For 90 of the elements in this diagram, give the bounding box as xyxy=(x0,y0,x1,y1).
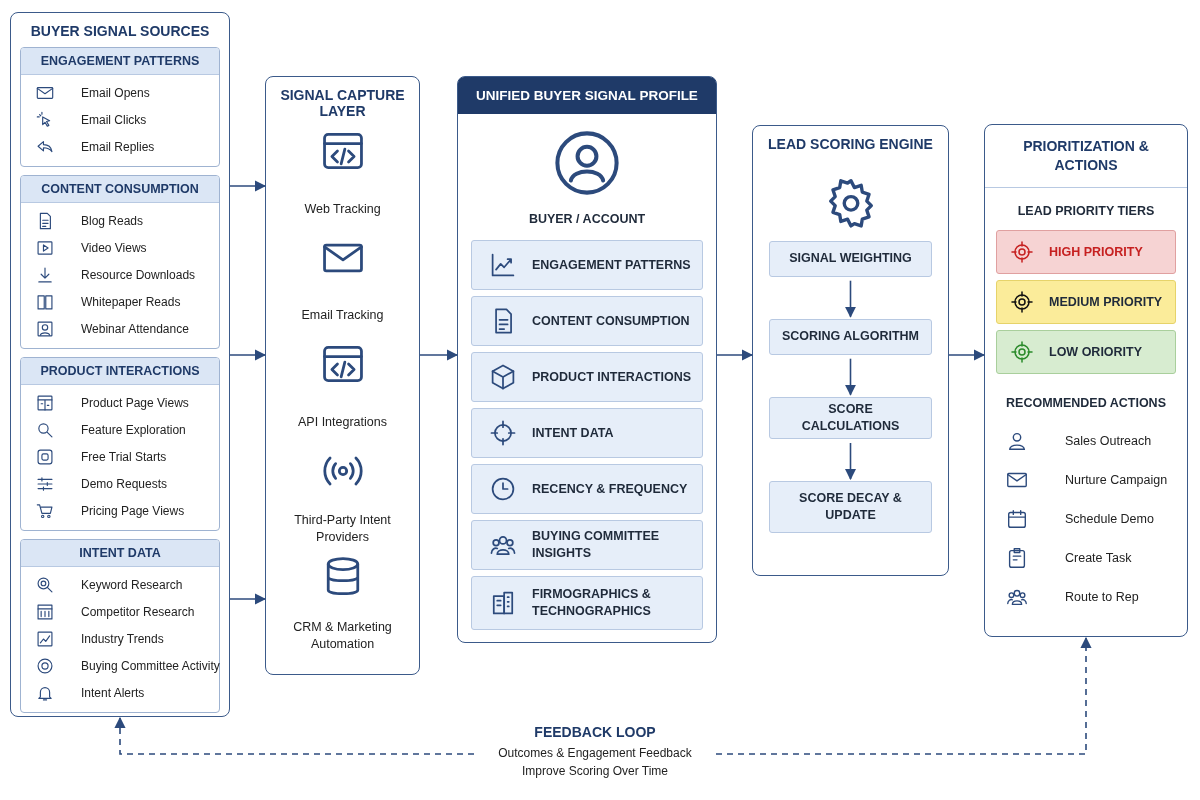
signal-label: Keyword Research xyxy=(80,576,183,594)
arrow xyxy=(844,279,857,318)
feedback-note: Outcomes & Engagement Feedback Improve Scoring Over Time xyxy=(497,745,693,780)
priority-tier xyxy=(996,279,1176,324)
arrow xyxy=(948,349,986,361)
group-panel xyxy=(20,357,220,531)
category-label: PRODUCT INTERACTIONS xyxy=(532,368,693,386)
section-header: ENGAGEMENT PATTERNS xyxy=(21,48,219,75)
panel-title: SIGNAL CAPTURE LAYER xyxy=(279,86,406,121)
signal-label: Feature Exploration xyxy=(80,421,186,439)
signal-label: Industry Trends xyxy=(80,630,164,648)
profile-label: BUYER / ACCOUNT xyxy=(527,212,647,226)
source-label: CRM & Marketing Automation xyxy=(292,618,393,653)
category-box xyxy=(471,240,703,290)
signal-label: Email Clicks xyxy=(80,111,147,129)
process-box xyxy=(769,240,932,277)
arrow xyxy=(844,442,857,481)
arrow xyxy=(844,357,857,396)
signal-label: Email Replies xyxy=(80,138,155,156)
group-panel xyxy=(20,175,220,349)
panel-title: LEAD SCORING ENGINE xyxy=(767,135,934,154)
category-label: RECENCY & FREQUENCY xyxy=(532,480,689,498)
signal-label: Competitor Research xyxy=(80,603,195,621)
feedback-title: FEEDBACK LOOP xyxy=(534,724,656,740)
action-label: Sales Outreach xyxy=(1064,433,1152,451)
action-label: Create Task xyxy=(1064,550,1132,568)
signal-label: Email Opens xyxy=(80,84,150,102)
category-label: FIRMOGRAPHICS & TECHNOGRAPHICS xyxy=(532,586,652,620)
signal-label: Pricing Page Views xyxy=(80,502,185,520)
priority-tier xyxy=(996,329,1176,374)
step-label: SCORE DECAY & UPDATE xyxy=(798,490,903,524)
source-label: API Integrations xyxy=(298,414,387,432)
signal-label: Resource Downloads xyxy=(80,266,196,284)
category-box xyxy=(471,520,703,570)
process-box xyxy=(769,481,932,533)
signal-label: Demo Requests xyxy=(80,475,168,493)
action-label: Route to Rep xyxy=(1064,589,1139,607)
step-label: SCORE CALCULATIONS xyxy=(800,401,901,435)
section-header: INTENT DATA xyxy=(21,540,219,567)
section-heading: RECOMMENDED ACTIONS xyxy=(1005,395,1167,410)
process-box xyxy=(769,318,932,355)
signal-label: Whitepaper Reads xyxy=(80,293,181,311)
category-label: BUYING COMMITTEE INSIGHTS xyxy=(532,528,661,562)
panel-title: BUYER SIGNAL SOURCES xyxy=(29,22,211,41)
signal-label: Intent Alerts xyxy=(80,684,145,702)
signal-label: Video Views xyxy=(80,239,147,257)
signal-label: Blog Reads xyxy=(80,212,144,230)
arrow xyxy=(229,593,267,605)
panel-title: PRIORITIZATION & ACTIONS xyxy=(985,125,1187,188)
step-label: SCORING ALGORITHM xyxy=(782,328,919,346)
section-heading: LEAD PRIORITY TIERS xyxy=(1016,203,1156,218)
signal-label: Free Trial Starts xyxy=(80,448,167,466)
panel xyxy=(10,12,230,717)
section-header: PRODUCT INTERACTIONS xyxy=(21,358,219,385)
signal-label: Webinar Attendance xyxy=(80,320,189,338)
action-label: Schedule Demo xyxy=(1064,511,1154,529)
signal-label: Product Page Views xyxy=(80,394,189,412)
source-label: Third-Party Intent Providers xyxy=(293,512,392,547)
step-label: SIGNAL WEIGHTING xyxy=(789,250,912,268)
dashed-arrow xyxy=(715,636,1092,755)
category-label: CONTENT CONSUMPTION xyxy=(532,312,691,330)
panel xyxy=(984,124,1188,637)
tier-label: LOW ORIORITY xyxy=(1049,344,1143,359)
panel xyxy=(752,125,949,576)
category-label: INTENT DATA xyxy=(532,424,615,442)
arrow xyxy=(716,349,754,361)
process-box xyxy=(769,396,932,439)
group-panel xyxy=(20,47,220,167)
arrow xyxy=(229,180,267,192)
arrow xyxy=(229,349,267,361)
section-header: CONTENT CONSUMPTION xyxy=(21,176,219,203)
source-label: Email Tracking xyxy=(301,307,384,325)
tier-label: MEDIUM PRIORITY xyxy=(1049,294,1163,309)
category-label: ENGAGEMENT PATTERNS xyxy=(532,256,692,274)
category-box xyxy=(471,408,703,458)
category-box xyxy=(471,576,703,630)
dashed-arrow xyxy=(114,716,475,755)
group-panel xyxy=(20,539,220,713)
source-label: Web Tracking xyxy=(304,200,381,218)
arrow xyxy=(419,349,459,361)
category-box xyxy=(471,352,703,402)
category-box xyxy=(471,296,703,346)
category-box xyxy=(471,464,703,514)
signal-label: Buying Committee Activity xyxy=(80,657,220,675)
tier-label: HIGH PRIORITY xyxy=(1049,244,1143,259)
panel-header: UNIFIED BUYER SIGNAL PROFILE xyxy=(458,77,716,114)
panel xyxy=(457,76,717,643)
action-label: Nurture Campaign xyxy=(1064,472,1168,490)
panel xyxy=(265,76,420,675)
priority-tier xyxy=(996,229,1176,274)
